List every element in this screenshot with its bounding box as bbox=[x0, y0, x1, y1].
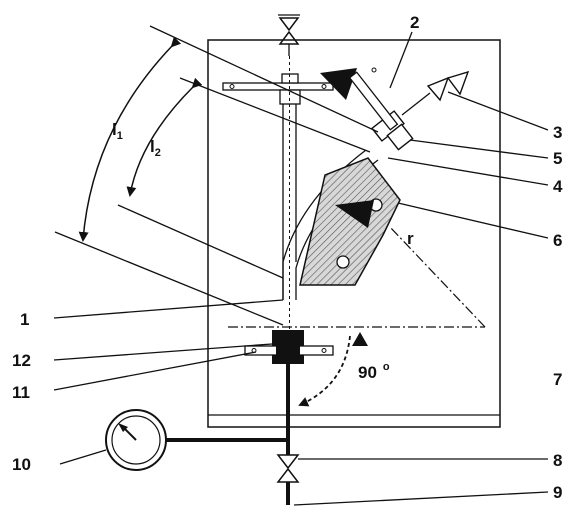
label-2: 2 bbox=[410, 13, 419, 32]
label-l1: l1 bbox=[112, 120, 123, 142]
top-clamp bbox=[222, 73, 334, 105]
extension-lines bbox=[54, 25, 379, 326]
label-3: 3 bbox=[553, 123, 562, 142]
arc-arrow-top bbox=[352, 332, 368, 346]
leader-lines bbox=[53, 31, 549, 506]
right-angle-arc bbox=[298, 335, 351, 407]
rotation-direction-arrow bbox=[320, 68, 357, 100]
label-12: 12 bbox=[12, 351, 31, 370]
length-dimension-arcs bbox=[78, 36, 203, 242]
base-clamp bbox=[244, 330, 334, 364]
label-6: 6 bbox=[553, 231, 562, 250]
upper-coupling bbox=[348, 67, 470, 151]
label-9: 9 bbox=[553, 483, 562, 502]
top-valve bbox=[278, 14, 300, 56]
label-r: r bbox=[407, 229, 414, 248]
label-1: 1 bbox=[20, 310, 29, 329]
label-11: 11 bbox=[12, 383, 30, 402]
bending-block bbox=[299, 157, 401, 286]
chamber-box bbox=[207, 39, 501, 428]
bottom-valve bbox=[276, 454, 300, 505]
label-4: 4 bbox=[553, 177, 563, 196]
pressure-gauge bbox=[105, 409, 167, 471]
label-7: 7 bbox=[553, 370, 562, 389]
radius-construction-lines bbox=[228, 226, 486, 328]
label-l2: l2 bbox=[150, 137, 161, 159]
label-10: 10 bbox=[12, 455, 31, 474]
label-5: 5 bbox=[553, 149, 562, 168]
label-8: 8 bbox=[553, 451, 562, 470]
